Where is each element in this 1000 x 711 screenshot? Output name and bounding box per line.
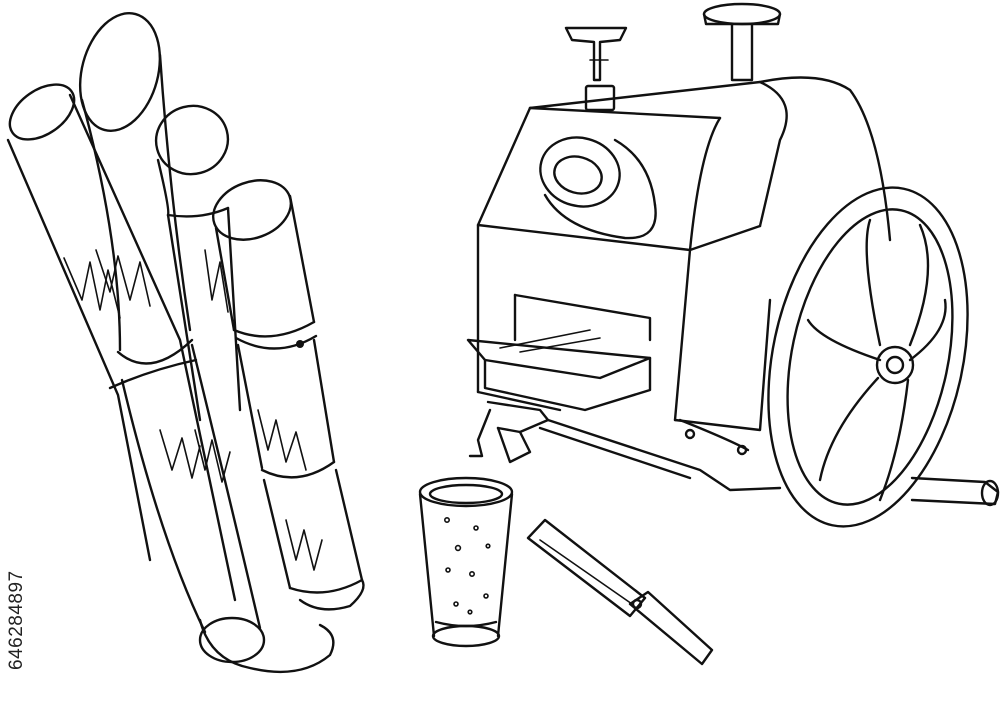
sugarcane-stalk-3 <box>154 104 242 422</box>
sugarcane-stalk-1 <box>6 83 237 602</box>
juicer-hand-wheel <box>767 186 969 528</box>
sugarcane-juicer-machine <box>466 2 1000 528</box>
juicer-body <box>476 76 892 432</box>
juice-bubbles <box>443 516 491 615</box>
juicer-juice-tray <box>466 293 652 412</box>
sugarcane-bundle-base <box>198 618 335 674</box>
sidebar-watermark: 646284897 <box>6 570 27 670</box>
juicer-spout-icon <box>468 400 550 464</box>
juicer-adjust-knob-right <box>702 2 782 82</box>
sugarcane-stalk-4 <box>212 179 365 611</box>
knife-handle <box>628 590 714 666</box>
juice-glass <box>418 476 514 648</box>
juicer-crank-handle <box>910 476 1000 507</box>
juicer-feed-hole <box>539 136 657 240</box>
knife <box>526 518 714 666</box>
knife-blade <box>526 518 647 618</box>
juicer-base-rail <box>538 418 782 492</box>
sugarcane-bundle <box>6 12 365 674</box>
sugarcane-stalk-2 <box>78 12 266 664</box>
